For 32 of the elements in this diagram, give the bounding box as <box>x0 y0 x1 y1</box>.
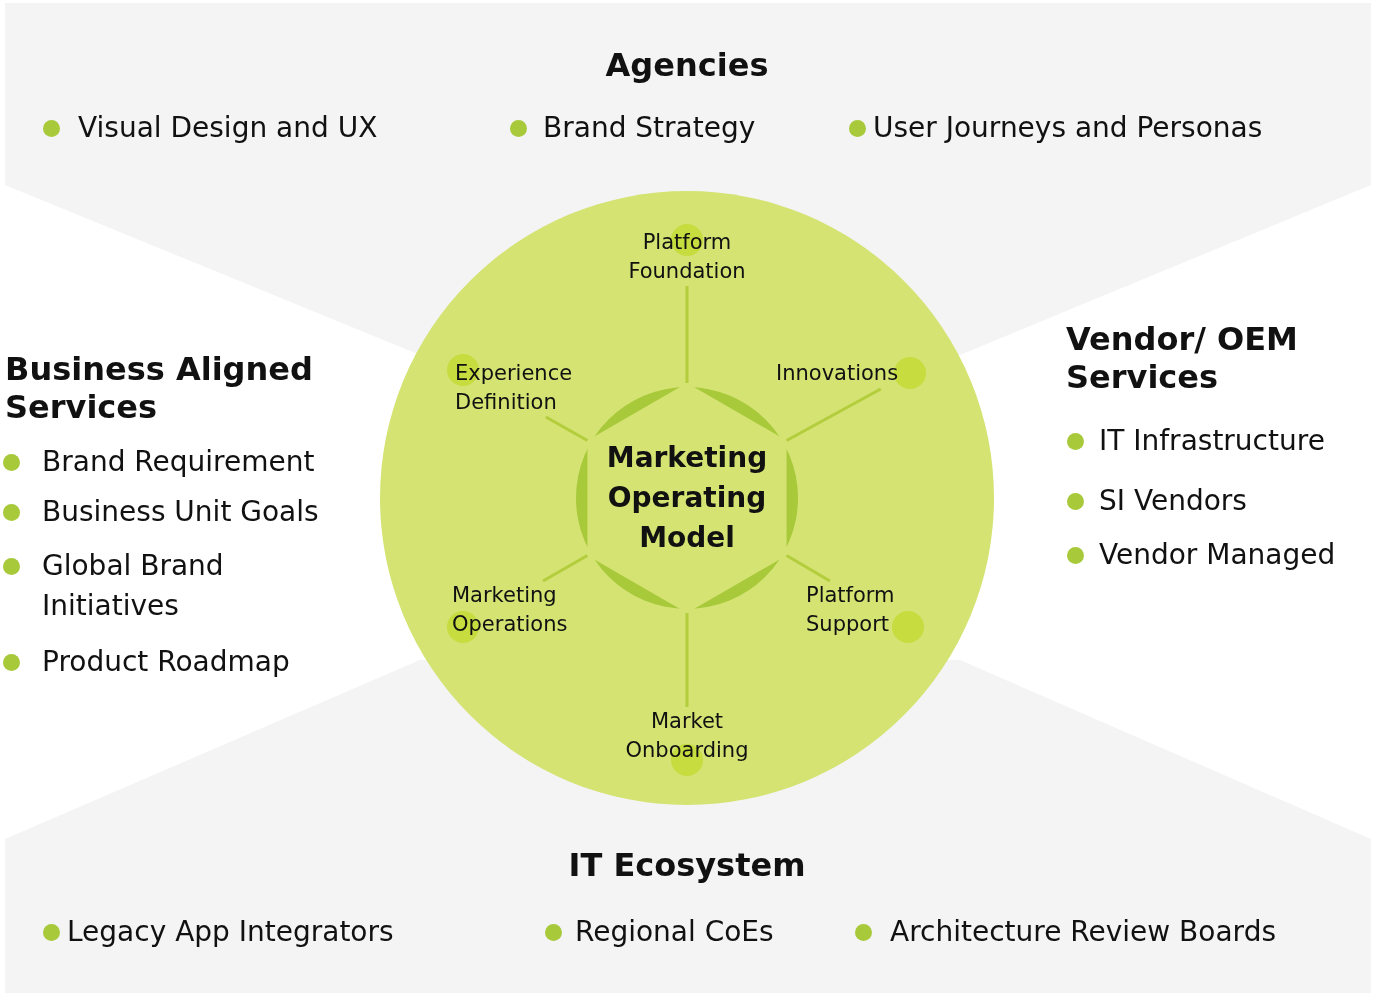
list-item: Vendor Managed <box>1099 537 1336 573</box>
connector-line <box>542 554 589 583</box>
spoke-label: Platform Support <box>806 581 921 639</box>
band-background <box>5 3 1371 185</box>
list-item: User Journeys and Personas <box>873 110 1263 146</box>
section-heading: IT Ecosystem <box>567 846 807 884</box>
list-item: Product Roadmap <box>42 644 291 680</box>
connector-line <box>785 387 882 442</box>
spoke-label: Marketing Operations <box>452 581 592 639</box>
connector-line <box>685 613 689 707</box>
list-item: SI Vendors <box>1099 483 1247 519</box>
list-item: Brand Requirement <box>42 444 316 480</box>
spoke-label: Platform Foundation <box>612 228 762 286</box>
section-heading: Agencies <box>604 46 770 84</box>
band-background <box>5 839 1371 993</box>
list-item: IT Infrastructure <box>1099 423 1325 459</box>
list-item: Global Brand Initiatives <box>42 548 225 624</box>
connector-line <box>545 415 589 442</box>
hub-title: Marketing Operating Model <box>605 440 769 556</box>
list-item: Legacy App Integrators <box>67 914 394 950</box>
spoke-label: Market Onboarding <box>612 707 762 765</box>
connector-line <box>685 286 689 383</box>
spoke-label: Experience Definition <box>455 359 600 417</box>
connector-line <box>785 554 831 583</box>
spoke-label: Innovations <box>776 359 918 389</box>
section-heading: Vendor/ OEM Services <box>1066 320 1299 396</box>
section-heading: Business Aligned Services <box>5 350 314 426</box>
list-item: Visual Design and UX <box>78 110 378 146</box>
list-item: Regional CoEs <box>575 914 774 950</box>
list-item: Brand Strategy <box>543 110 756 146</box>
list-item: Architecture Review Boards <box>890 914 1276 950</box>
list-item: Business Unit Goals <box>42 494 320 530</box>
